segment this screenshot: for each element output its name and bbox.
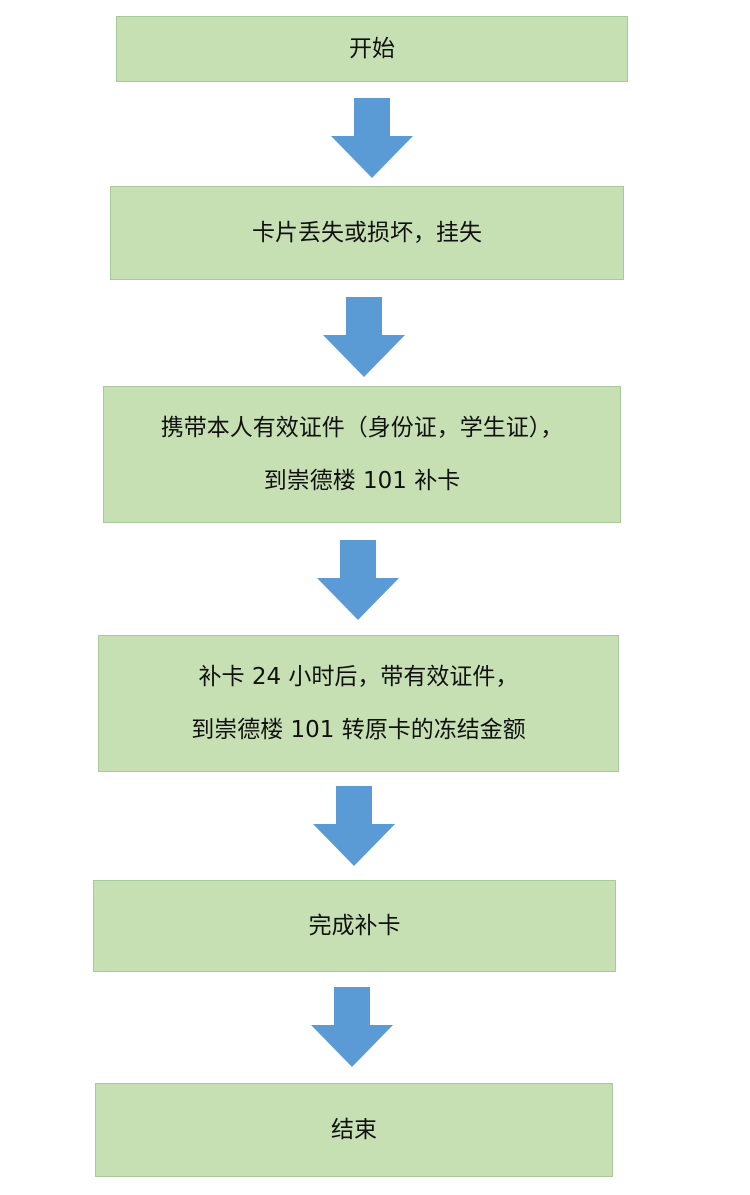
step-label-line-1: 携带本人有效证件（身份证，学生证）， <box>160 414 564 441</box>
down-arrow-icon <box>311 987 393 1067</box>
down-arrow-icon <box>313 786 395 866</box>
flow-step-bring-id: 携带本人有效证件（身份证，学生证）， 到崇德楼 101 补卡 <box>103 386 621 523</box>
step-label: 结束 <box>331 1116 377 1143</box>
flow-step-complete: 完成补卡 <box>93 880 616 972</box>
step-label: 完成补卡 <box>308 912 401 939</box>
down-arrow-icon <box>331 98 413 178</box>
step-label-line-1: 补卡 24 小时后，带有效证件， <box>198 663 519 690</box>
flow-step-start: 开始 <box>116 16 628 82</box>
down-arrow-icon <box>323 297 405 377</box>
flow-step-report-loss: 卡片丢失或损坏，挂失 <box>110 186 624 280</box>
step-label-line-2: 到崇德楼 101 转原卡的冻结金额 <box>191 716 526 743</box>
flow-step-transfer-balance: 补卡 24 小时后，带有效证件， 到崇德楼 101 转原卡的冻结金额 <box>98 635 619 772</box>
step-label: 卡片丢失或损坏，挂失 <box>252 219 482 246</box>
flow-step-end: 结束 <box>95 1083 613 1177</box>
step-label: 开始 <box>349 35 395 62</box>
down-arrow-icon <box>317 540 399 620</box>
step-label-line-2: 到崇德楼 101 补卡 <box>263 467 461 494</box>
